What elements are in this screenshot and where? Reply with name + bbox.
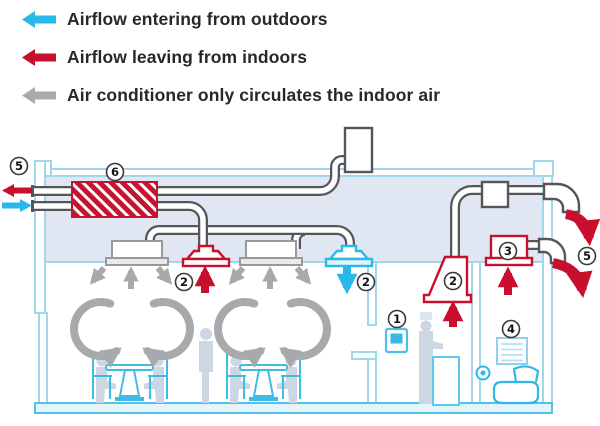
svg-text:3: 3 [504, 244, 512, 258]
legend-item-circulate: Air conditioner only circulates the indo… [22, 84, 440, 106]
inline-fan-box [480, 180, 510, 209]
left-wall-lower [38, 312, 48, 409]
legend-item-entering: Airflow entering from outdoors [22, 8, 440, 30]
callout-2-diffuser: 2 [356, 272, 376, 292]
callout-2-hood: 2 [443, 271, 463, 291]
ceiling-cassette-2 [239, 240, 303, 266]
legend: Airflow entering from outdoors Airflow l… [22, 8, 440, 122]
legend-item-leaving: Airflow leaving from indoors [22, 46, 440, 68]
intake-in-arrow [2, 199, 32, 212]
callouts: 1 2 2 2 3 4 5 [9, 156, 597, 339]
svg-text:2: 2 [449, 274, 457, 288]
chair [148, 352, 168, 399]
airflow-arrows [2, 184, 600, 368]
intake-arrow-icon [22, 10, 56, 28]
dining-kitchen-wall-upper [367, 261, 377, 326]
duct-end-cap-exhaust [31, 185, 34, 197]
exhaust-out-arrow [2, 184, 32, 197]
seated-diner-2 [144, 355, 164, 403]
svg-text:6: 6 [111, 165, 119, 179]
room-contents [92, 312, 540, 406]
svg-text:5: 5 [15, 159, 23, 173]
toilet-exhaust-arrow [551, 258, 593, 299]
kitchen-toilet-wall [471, 261, 481, 406]
legend-label-leaving: Airflow leaving from indoors [67, 46, 308, 67]
legend-label-entering: Airflow entering from outdoors [67, 8, 328, 29]
roof-exhaust-cowl [542, 182, 581, 214]
duct-end-cap-intake [31, 200, 34, 212]
cassette2-airflow [228, 266, 312, 289]
right-parapet [533, 160, 554, 177]
exhaust-arrow-icon [22, 48, 56, 66]
heat-exchanger-unit [71, 181, 158, 218]
svg-text:1: 1 [393, 312, 401, 326]
svg-text:2: 2 [362, 275, 370, 289]
standing-waiter [199, 328, 213, 403]
ducts [31, 155, 545, 264]
toilet-vent-window [496, 337, 528, 365]
left-wall-upper [34, 160, 46, 314]
seated-diner-4 [277, 355, 297, 403]
pass-through-counter [351, 351, 377, 360]
callout-2-grille: 2 [174, 272, 194, 292]
legend-label-circulate: Air conditioner only circulates the indo… [67, 84, 441, 105]
callout-3: 3 [498, 241, 518, 261]
floor [34, 402, 553, 414]
svg-text:5: 5 [583, 249, 591, 263]
toilet-exhaust-cowl [537, 237, 567, 265]
circulation-arrow-icon [22, 86, 56, 104]
circulation-swirls [70, 298, 331, 368]
callout-1: 1 [387, 309, 407, 329]
supply-diffuser [324, 244, 374, 268]
ceiling-cassette-1 [105, 240, 169, 266]
svg-text:4: 4 [507, 322, 515, 336]
rooftop-unit [343, 126, 374, 174]
chair [226, 352, 246, 399]
right-wall [542, 175, 553, 407]
callout-5-left: 5 [9, 156, 29, 176]
wall-fan [475, 365, 491, 381]
ticket-machine [384, 327, 409, 354]
seated-diner-1 [96, 355, 116, 403]
callout-4: 4 [501, 319, 521, 339]
chair [92, 352, 112, 399]
cassette1-airflow [89, 266, 173, 289]
toilet [492, 365, 540, 405]
kitchen-counter [432, 356, 460, 406]
seated-diner-3 [230, 355, 250, 403]
roof-exhaust-arrow [564, 209, 600, 247]
callout-5-right: 5 [577, 246, 597, 266]
chef [419, 312, 443, 404]
callout-6: 6 [105, 162, 125, 182]
svg-text:2: 2 [180, 275, 188, 289]
